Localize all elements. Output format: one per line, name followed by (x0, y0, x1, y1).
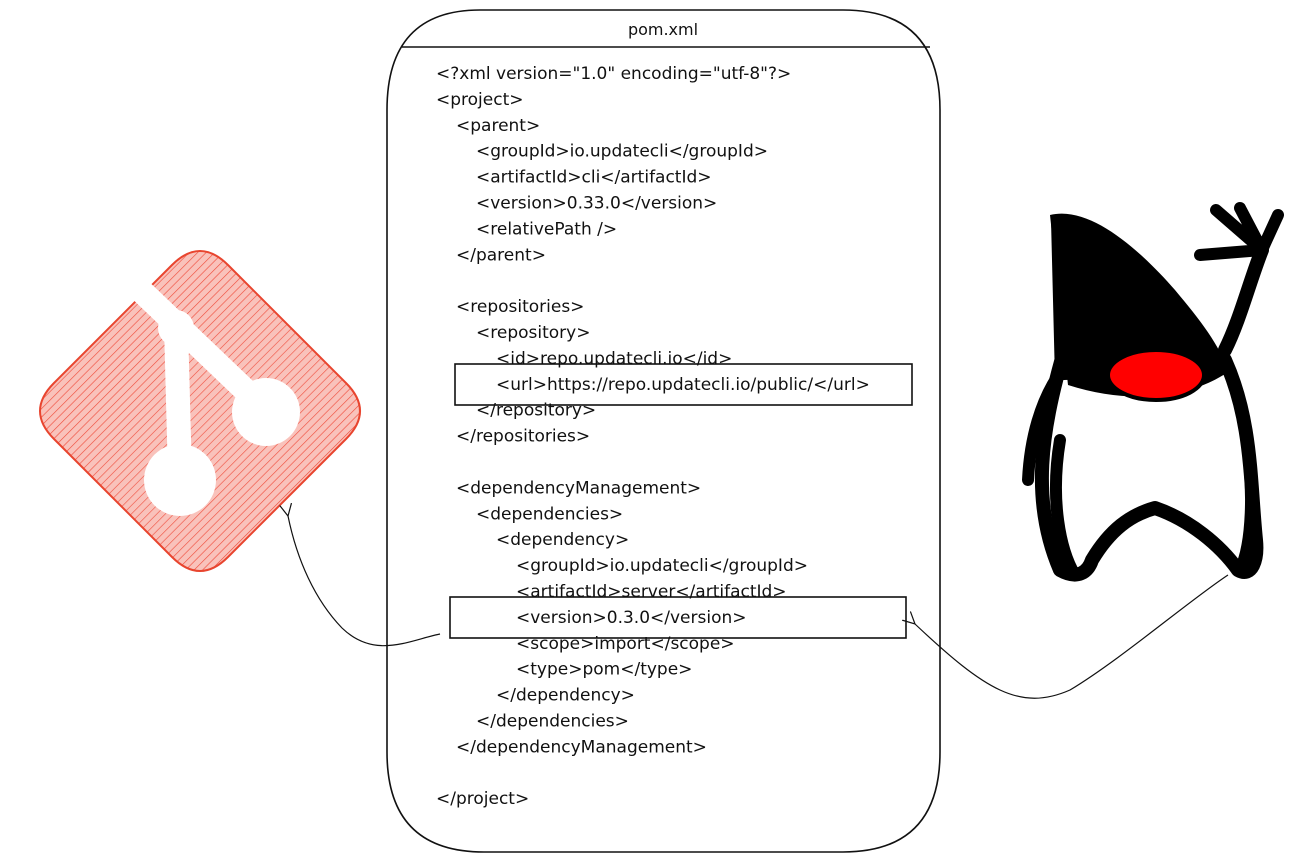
code-line: <dependency> (496, 530, 629, 550)
pom-xml-panel: pom.xml <?xml version="1.0" encoding="ut… (386, 9, 941, 853)
code-line: <project> (436, 90, 524, 110)
code-line: <url>https://repo.updatecli.io/public/</… (496, 375, 870, 395)
code-line: </dependencies> (476, 712, 629, 732)
code-line: <?xml version="1.0" encoding="utf-8"?> (436, 64, 791, 84)
arrow-to-git (288, 516, 441, 647)
file-title: pom.xml (628, 20, 698, 39)
code-line: <relativePath /> (476, 219, 617, 239)
code-line: <id>repo.updatecli.io</id> (496, 349, 732, 369)
code-line: <dependencyManagement> (456, 478, 701, 498)
code-line: <artifactId>cli</artifactId> (476, 168, 712, 188)
code-line: <groupId>io.updatecli</groupId> (516, 556, 808, 576)
code-line: <version>0.33.0</version> (476, 194, 717, 214)
arrow-to-java (915, 574, 1229, 699)
code-line: </repositories> (456, 427, 590, 447)
code-line: <scope>import</scope> (516, 634, 735, 654)
code-line: <groupId>io.updatecli</groupId> (476, 142, 768, 162)
code-line: <artifactId>server</artifactId> (516, 582, 787, 602)
code-line: </project> (436, 789, 529, 809)
git-logo-icon (39, 250, 361, 572)
code-line: <type>pom</type> (516, 660, 692, 680)
code-line: <parent> (456, 116, 540, 136)
code-line: </dependencyManagement> (456, 737, 707, 757)
code-line: </dependency> (496, 686, 635, 706)
file-panel-border (386, 9, 941, 853)
code-line: <dependencies> (476, 504, 623, 524)
code-line: </repository> (476, 401, 596, 421)
code-line: <repositories> (456, 297, 584, 317)
code-block: <?xml version="1.0" encoding="utf-8"?> <p… (436, 64, 870, 809)
code-line: <version>0.3.0</version> (516, 608, 747, 628)
java-duke-icon (1022, 202, 1284, 582)
code-line: </parent> (456, 245, 546, 265)
highlight-repo-url (454, 363, 913, 406)
code-line: <repository> (476, 323, 590, 343)
